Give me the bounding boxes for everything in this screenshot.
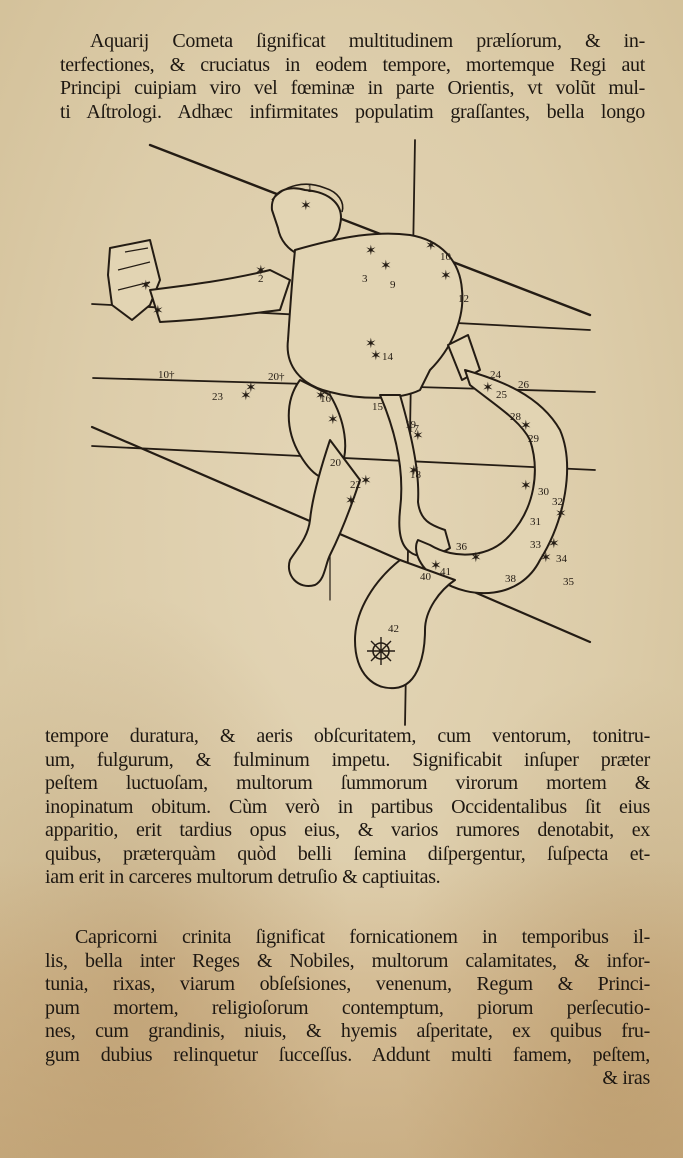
star-label: 1 [307, 183, 313, 195]
paragraph-capricorn: Capricorni crinita ſignificat fornicatio… [45, 926, 650, 1091]
text-line: ti Aſtrologi. Adhæc infirmitates populat… [60, 100, 645, 123]
svg-text:✶: ✶ [240, 389, 252, 404]
svg-text:✶: ✶ [548, 537, 560, 552]
text-line: tunia, rixas, viarum obſeſsiones, venenu… [45, 973, 650, 995]
svg-text:✶: ✶ [345, 494, 357, 509]
svg-text:✶: ✶ [360, 474, 372, 489]
text-line: nes, cum grandinis, niuis, & hyemis aſpe… [45, 1020, 650, 1042]
star-label: 33 [530, 539, 542, 551]
star-label: 38 [505, 573, 517, 585]
star-label: 12 [458, 293, 469, 305]
text-line: terfectiones, & cruciatus in eodem tempo… [60, 53, 645, 76]
text-line: lis, bella inter Reges & Nobiles, multor… [45, 949, 650, 972]
star-label: 26 [518, 379, 530, 391]
star-label: 32 [552, 496, 563, 508]
text-line: gum dubius relinquetur ſucceſſus. Addunt… [45, 1043, 650, 1066]
text-line: um, fulgurum, & fulminum impetu. Signifi… [45, 748, 650, 771]
svg-text:✶: ✶ [152, 304, 164, 319]
star-label: 19 [405, 419, 417, 431]
paragraph-aquarius-continued: tempore duratura, & aeris obſcuritatem, … [45, 725, 650, 890]
svg-text:✶: ✶ [300, 199, 312, 214]
star-label: 10 [440, 251, 452, 263]
paragraph-aquarius: Aquarij Cometa ſignificat multitudinem p… [60, 30, 645, 124]
star-marks: ✶ ✶ ✶ ✶ ✶ ✶ ✶ ✶ ✶ ✶ ✶ ✶ ✶ ✶ ✶ ✶ ✶ ✶ ✶ ✶ [140, 199, 567, 574]
svg-text:✶: ✶ [412, 429, 424, 444]
svg-text:✶: ✶ [430, 559, 442, 574]
star-label: 35 [563, 576, 575, 588]
star-label: 9 [390, 279, 396, 291]
star-label: 42 [388, 623, 399, 635]
star-label: 28 [510, 411, 522, 423]
star-label: 10† [158, 369, 175, 381]
text-line: tempore duratura, & aeris obſcuritatem, … [45, 725, 650, 747]
star-label: 15 [372, 401, 384, 413]
star-label: 20 [330, 457, 342, 469]
svg-text:✶: ✶ [255, 264, 267, 279]
aquarius-constellation-woodcut: 1 2 3 9 10 12 14 16 15 10† 20† 23 24 25 … [90, 139, 596, 726]
text-line: peſtem luctuoſam, multorum ſummorum viro… [45, 772, 650, 794]
star-label: 20† [268, 371, 285, 383]
star-label: 31 [530, 516, 541, 528]
star-label: 34 [556, 553, 568, 565]
svg-text:✶: ✶ [470, 551, 482, 566]
star-label: 29 [528, 433, 540, 445]
svg-text:✶: ✶ [555, 507, 567, 522]
text-line: Capricorni crinita ſignificat fornicatio… [75, 926, 650, 948]
star-label: 41 [440, 566, 451, 578]
star-label: 2 [258, 273, 264, 285]
text-line: iam erit in carceres multorum detruſio &… [45, 866, 441, 888]
star-label: 25 [496, 389, 508, 401]
svg-text:✶: ✶ [482, 381, 494, 396]
large-star-mark [367, 637, 395, 665]
star-label: 17 [408, 423, 420, 435]
svg-text:✶: ✶ [440, 269, 452, 284]
star-label: 36 [456, 541, 468, 553]
star-label: 3 [362, 273, 368, 285]
text-line: inopinatum obitum. Cùm verò in partibus … [45, 795, 650, 818]
star-label: 14 [382, 351, 394, 363]
svg-text:✶: ✶ [327, 413, 339, 428]
svg-text:✶: ✶ [520, 479, 532, 494]
svg-text:✶: ✶ [315, 389, 327, 404]
constellation-stars: 1 2 3 9 10 12 14 16 15 10† 20† 23 24 25 … [140, 183, 575, 665]
svg-text:✶: ✶ [520, 419, 532, 434]
text-line: Principi cuipiam viro vel fœminæ in part… [60, 77, 645, 99]
svg-text:✶: ✶ [370, 349, 382, 364]
star-label: 22 [350, 479, 361, 491]
svg-text:✶: ✶ [140, 279, 152, 294]
star-label: 18 [410, 469, 422, 481]
text-line: quibus, præterquàm quòd belli ſemina diſ… [45, 842, 650, 865]
star-label: 23 [212, 391, 224, 403]
text-line: & iras [602, 1067, 650, 1089]
text-line: Aquarij Cometa ſignificat multitudinem p… [90, 30, 645, 52]
svg-text:✶: ✶ [365, 337, 377, 352]
star-label: 30 [538, 486, 550, 498]
star-label: 24 [490, 369, 502, 381]
star-label: 16 [320, 393, 332, 405]
text-line: apparitio, erit tardius opus eius, & var… [45, 819, 650, 841]
svg-text:✶: ✶ [425, 239, 437, 254]
aquarius-figure [107, 183, 569, 690]
text-line: pum mortem, religioſorum contemptum, pio… [45, 996, 650, 1019]
star-label: 40 [420, 571, 432, 583]
svg-text:✶: ✶ [380, 259, 392, 274]
svg-text:✶: ✶ [540, 551, 552, 566]
svg-text:✶: ✶ [408, 464, 420, 479]
svg-text:✶: ✶ [245, 381, 257, 396]
svg-text:✶: ✶ [365, 244, 377, 259]
